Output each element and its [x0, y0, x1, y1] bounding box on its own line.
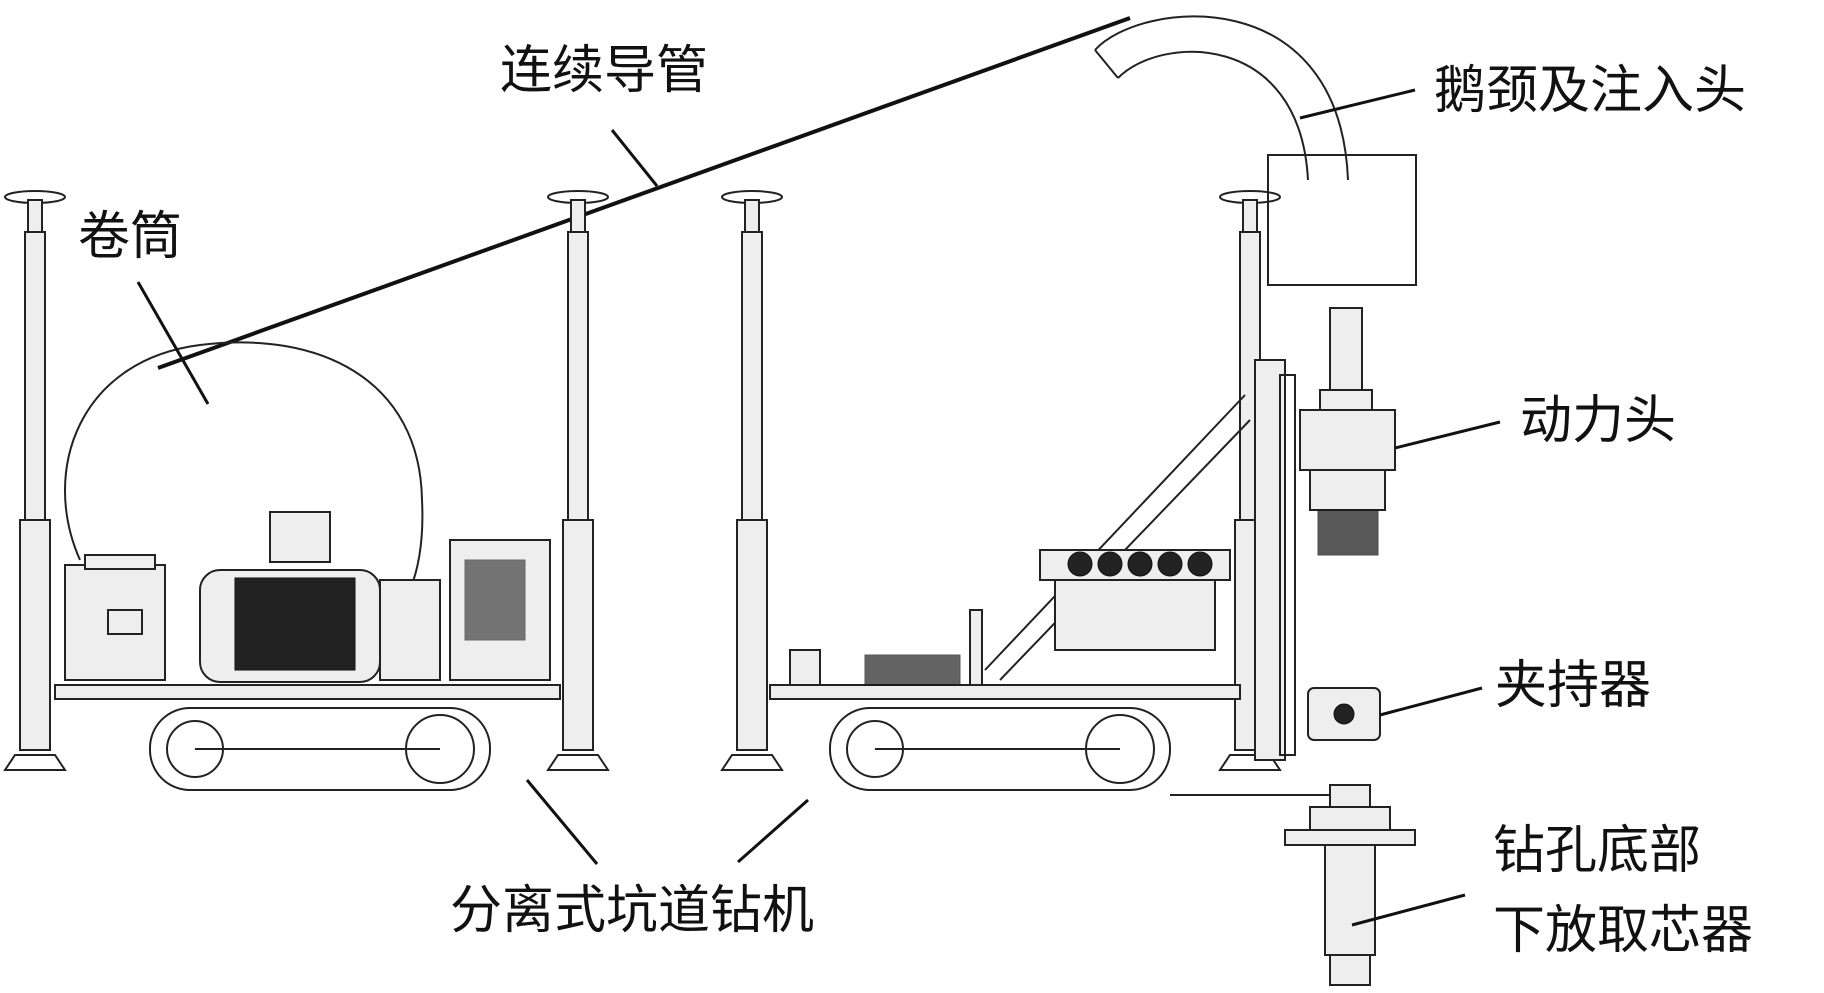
label-core-line2: 下放取芯器: [1493, 901, 1754, 961]
leader-clamp: [1379, 686, 1483, 717]
leader-tubing: [610, 129, 659, 187]
left-unit-machinery: [54, 511, 561, 791]
leader-rig-left: [525, 779, 599, 865]
power-head: [1299, 307, 1396, 556]
leader-reel: [136, 281, 210, 405]
label-gooseneck: 鹅颈及注入头: [1434, 61, 1747, 121]
leader-core-tool: [1351, 893, 1466, 927]
label-core-line1: 钻孔底部: [1493, 821, 1702, 881]
left-column-2: [546, 190, 610, 771]
coiled-tubing-line: [157, 16, 1131, 370]
core-tool: [1170, 784, 1416, 986]
leader-gooseneck: [1299, 88, 1416, 120]
leader-power-head: [1394, 420, 1501, 450]
right-unit-machinery: [769, 359, 1296, 791]
reel-drum: [64, 341, 424, 591]
clamp-device: [1307, 687, 1381, 741]
label-drill-rig: 分离式坑道钻机: [450, 881, 815, 941]
label-tubing: 连续导管: [500, 41, 709, 101]
right-column-1: [720, 190, 784, 771]
leader-rig-right: [737, 798, 809, 864]
left-column-1: [3, 190, 67, 771]
label-clamp: 夹持器: [1495, 656, 1652, 716]
label-power-head: 动力头: [1520, 391, 1677, 451]
label-reel: 卷筒: [78, 207, 183, 267]
